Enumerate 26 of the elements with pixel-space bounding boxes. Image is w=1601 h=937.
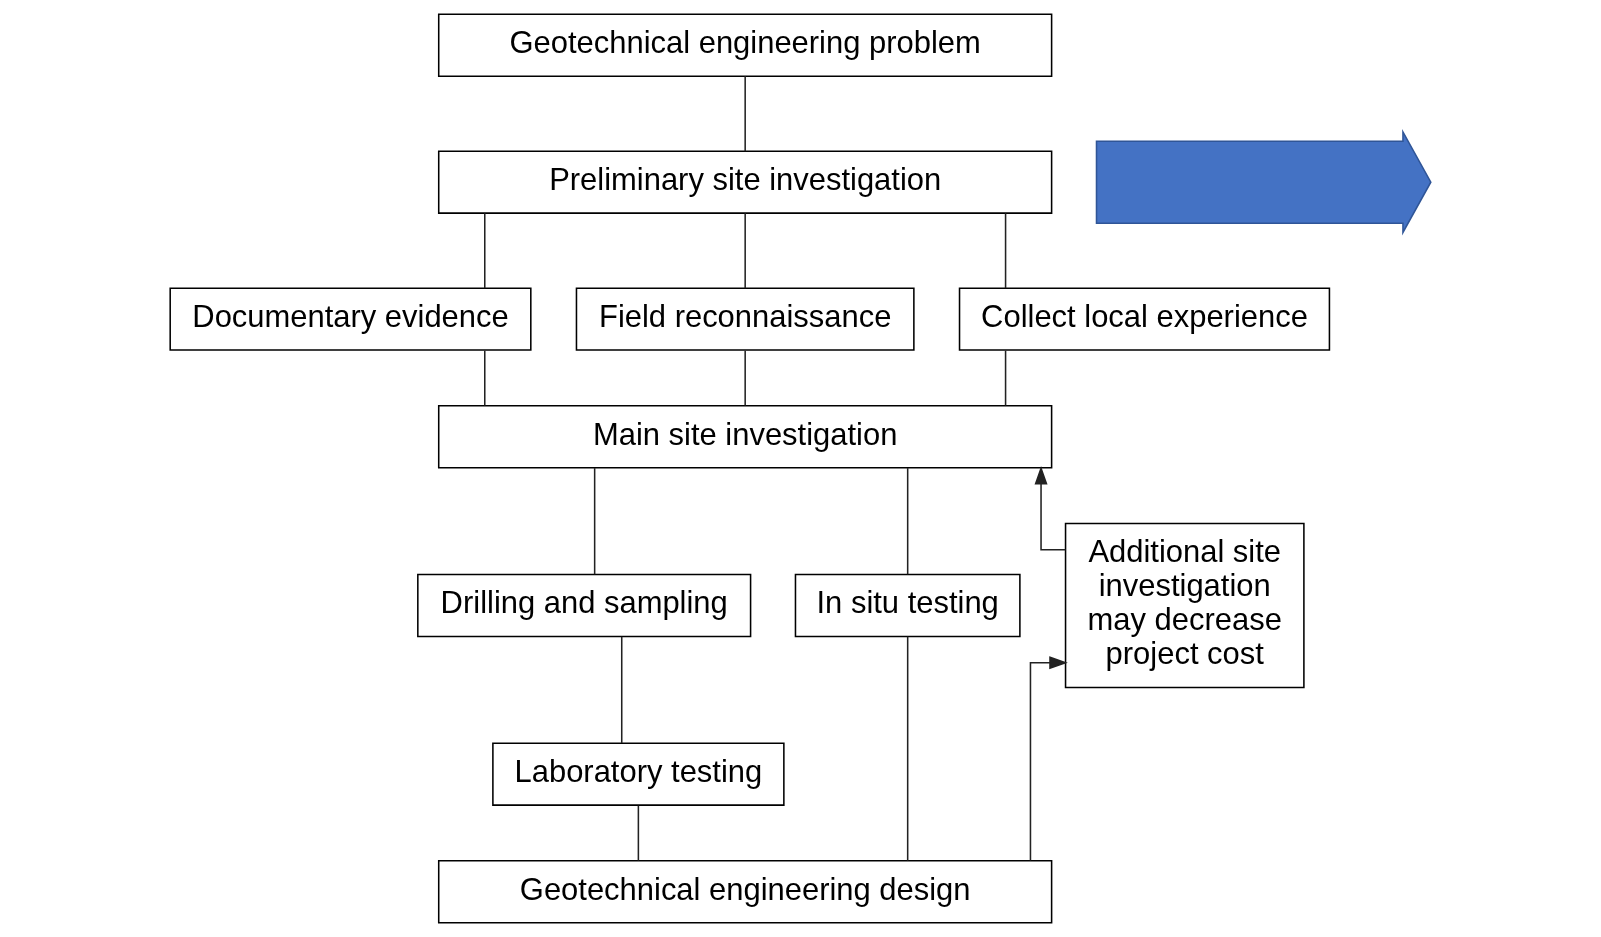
node-box: Collect local experience: [958, 287, 1331, 351]
connector: [637, 804, 640, 862]
node-box: Preliminary site investigation: [437, 150, 1053, 214]
node-box: Documentary evidence: [169, 287, 532, 351]
node-box: Geotechnical engineering design: [437, 860, 1053, 924]
connector: [484, 212, 486, 289]
node-box: Field reconnaissance: [575, 287, 915, 351]
node-box: In situ testing: [794, 573, 1021, 638]
connector: [484, 349, 486, 407]
connector: [1004, 349, 1007, 407]
connector: [906, 635, 909, 862]
node-box: Additional site investigation may decrease project cost: [1064, 522, 1305, 689]
arrow: [1034, 465, 1067, 551]
connector: [744, 349, 746, 407]
node-box: Geotechnical engineering problem: [437, 13, 1053, 77]
connector: [620, 636, 623, 744]
node-box: Laboratory testing: [492, 742, 785, 806]
connector: [1004, 212, 1007, 289]
node-box: Main site investigation: [437, 405, 1053, 469]
connector: [593, 467, 596, 576]
connector: [744, 212, 746, 289]
node-box: Drilling and sampling: [417, 573, 752, 638]
connector: [744, 75, 746, 152]
arrow: [1029, 656, 1068, 862]
connector: [906, 467, 909, 576]
node-arrow: [1095, 128, 1432, 236]
